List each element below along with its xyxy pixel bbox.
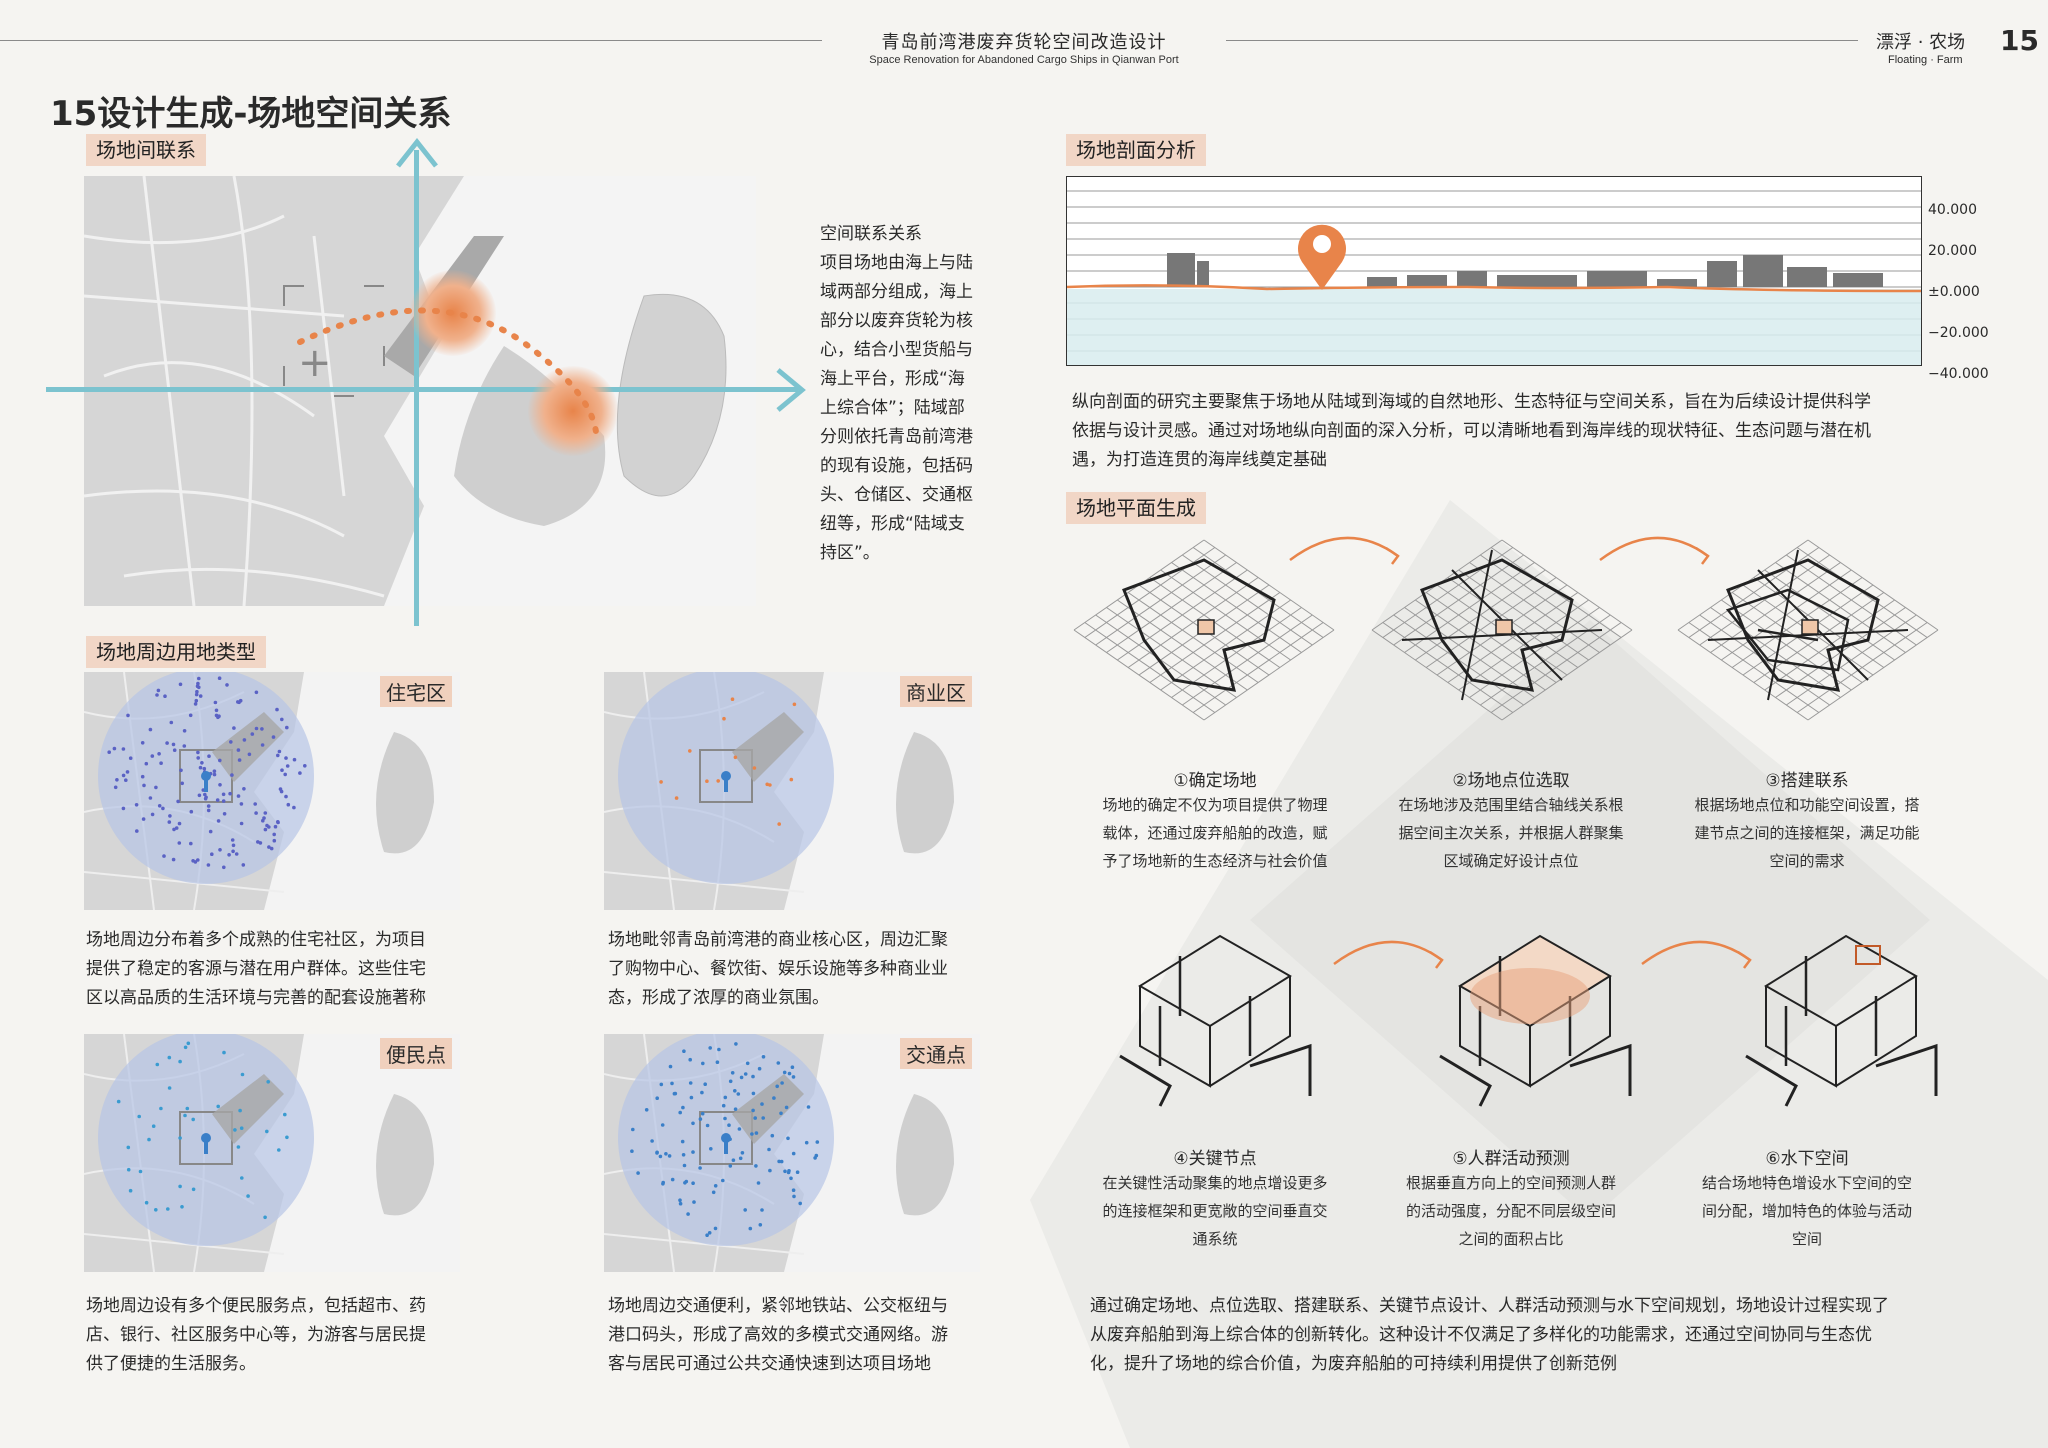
- plan-diagram-1: [1073, 539, 1335, 721]
- tag-section: 场地剖面分析: [1066, 134, 1206, 166]
- section-text: 纵向剖面的研究主要聚焦于场地从陆域到海域的自然地形、生态特征与空间关系，旨在为后…: [1072, 392, 1871, 470]
- label-residential: 住宅区: [380, 676, 452, 707]
- plan-diagram-6: [1745, 934, 1938, 1107]
- step-5: ⑤人群活动预测 根据垂直方向上的空间预测人群的活动强度，分配不同层级空间之间的面…: [1376, 1144, 1646, 1253]
- svg-text:+: +: [298, 340, 332, 386]
- land-use-map-transport: [604, 1034, 980, 1272]
- plan-summary: 通过确定场地、点位选取、搭建联系、关键节点设计、人群活动预测与水下空间规划，场地…: [1090, 1296, 1889, 1374]
- step-title: ②场地点位选取: [1452, 771, 1570, 791]
- location-pin-icon: [1298, 224, 1346, 290]
- section-chart: [1066, 176, 1922, 366]
- plan-diagram-4: [1119, 934, 1312, 1107]
- tag-plan-gen: 场地平面生成: [1066, 492, 1206, 524]
- land-use-map-residential: [84, 672, 460, 910]
- convenience-text: 场地周边设有多个便民服务点，包括超市、药店、银行、社区服务中心等，为游客与居民提…: [86, 1296, 426, 1374]
- arrow-step-2-3-icon: [1599, 536, 1710, 565]
- header-title-en: Space Renovation for Abandoned Cargo Shi…: [869, 54, 1179, 66]
- tag-site-link: 场地间联系: [86, 134, 206, 166]
- route-dotted-line: [297, 307, 599, 435]
- land-use-map-convenience: [84, 1034, 460, 1272]
- step-2: ②场地点位选取 在场地涉及范围里结合轴线关系根据空间主次关系，并根据人群聚集区域…: [1376, 766, 1646, 875]
- arrow-step-1-2-icon: [1289, 536, 1400, 565]
- step-title: ⑤人群活动预测: [1452, 1149, 1570, 1169]
- step-3: ③搭建联系 根据场地点位和功能空间设置，搭建节点之间的连接框架，满足功能空间的需…: [1672, 766, 1942, 875]
- transport-text: 场地周边交通便利，紧邻地铁站、公交枢纽与港口码头，形成了高效的多模式交通网络。游…: [608, 1296, 948, 1374]
- header-title-cn: 青岛前湾港废弃货轮空间改造设计: [881, 32, 1167, 53]
- step-title: ⑥水下空间: [1765, 1149, 1849, 1169]
- step-title: ①确定场地: [1173, 771, 1257, 791]
- step-6: ⑥水下空间 结合场地特色增设水下空间的空间分配，增加特色的体验与活动空间: [1672, 1144, 1942, 1253]
- axis-right-arrow-icon: [776, 368, 806, 412]
- land-use-map-commercial: [604, 672, 980, 910]
- axis-up-arrow-icon: [396, 138, 438, 168]
- tag-land-use: 场地周边用地类型: [86, 636, 266, 668]
- label-convenience: 便民点: [380, 1038, 452, 1069]
- page-number: 15: [2000, 24, 2039, 57]
- arrow-step-5-6-icon: [1641, 940, 1752, 969]
- brand-en: Floating · Farm: [1888, 54, 1963, 66]
- plan-diagram-3: [1677, 539, 1939, 721]
- step-1: ①确定场地 场地的确定不仅为项目提供了物理载体，还通过废弃船舶的改造，赋予了场地…: [1080, 766, 1350, 875]
- plan-diagram-2: [1371, 539, 1633, 721]
- step-title: ③搭建联系: [1765, 771, 1849, 791]
- brand-cn: 漂浮 · 农场: [1876, 32, 1966, 53]
- label-transport: 交通点: [900, 1038, 972, 1069]
- step-title: ④关键节点: [1173, 1149, 1257, 1169]
- step-4: ④关键节点 在关键性活动聚集的地点增设更多的连接框架和更宽敞的空间垂直交通系统: [1080, 1144, 1350, 1253]
- arrow-step-4-5-icon: [1333, 940, 1444, 969]
- label-commercial: 商业区: [900, 676, 972, 707]
- site-link-desc: 空间联系关系项目场地由海上与陆域两部分组成，海上 部分以废弃货轮为核心，结合小型…: [820, 224, 973, 563]
- hotspot-2: [528, 366, 618, 456]
- plan-diagram-5: [1439, 934, 1632, 1107]
- commercial-text: 场地毗邻青岛前湾港的商业核心区，周边汇聚了购物中心、餐饮街、娱乐设施等多种商业业…: [608, 930, 948, 1008]
- residential-text: 场地周边分布着多个成熟的住宅社区，为项目提供了稳定的客源与潜在用户群体。这些住宅…: [86, 930, 426, 1008]
- axis-horizontal: [46, 387, 798, 392]
- page-title: 15设计生成-场地空间关系: [50, 94, 452, 134]
